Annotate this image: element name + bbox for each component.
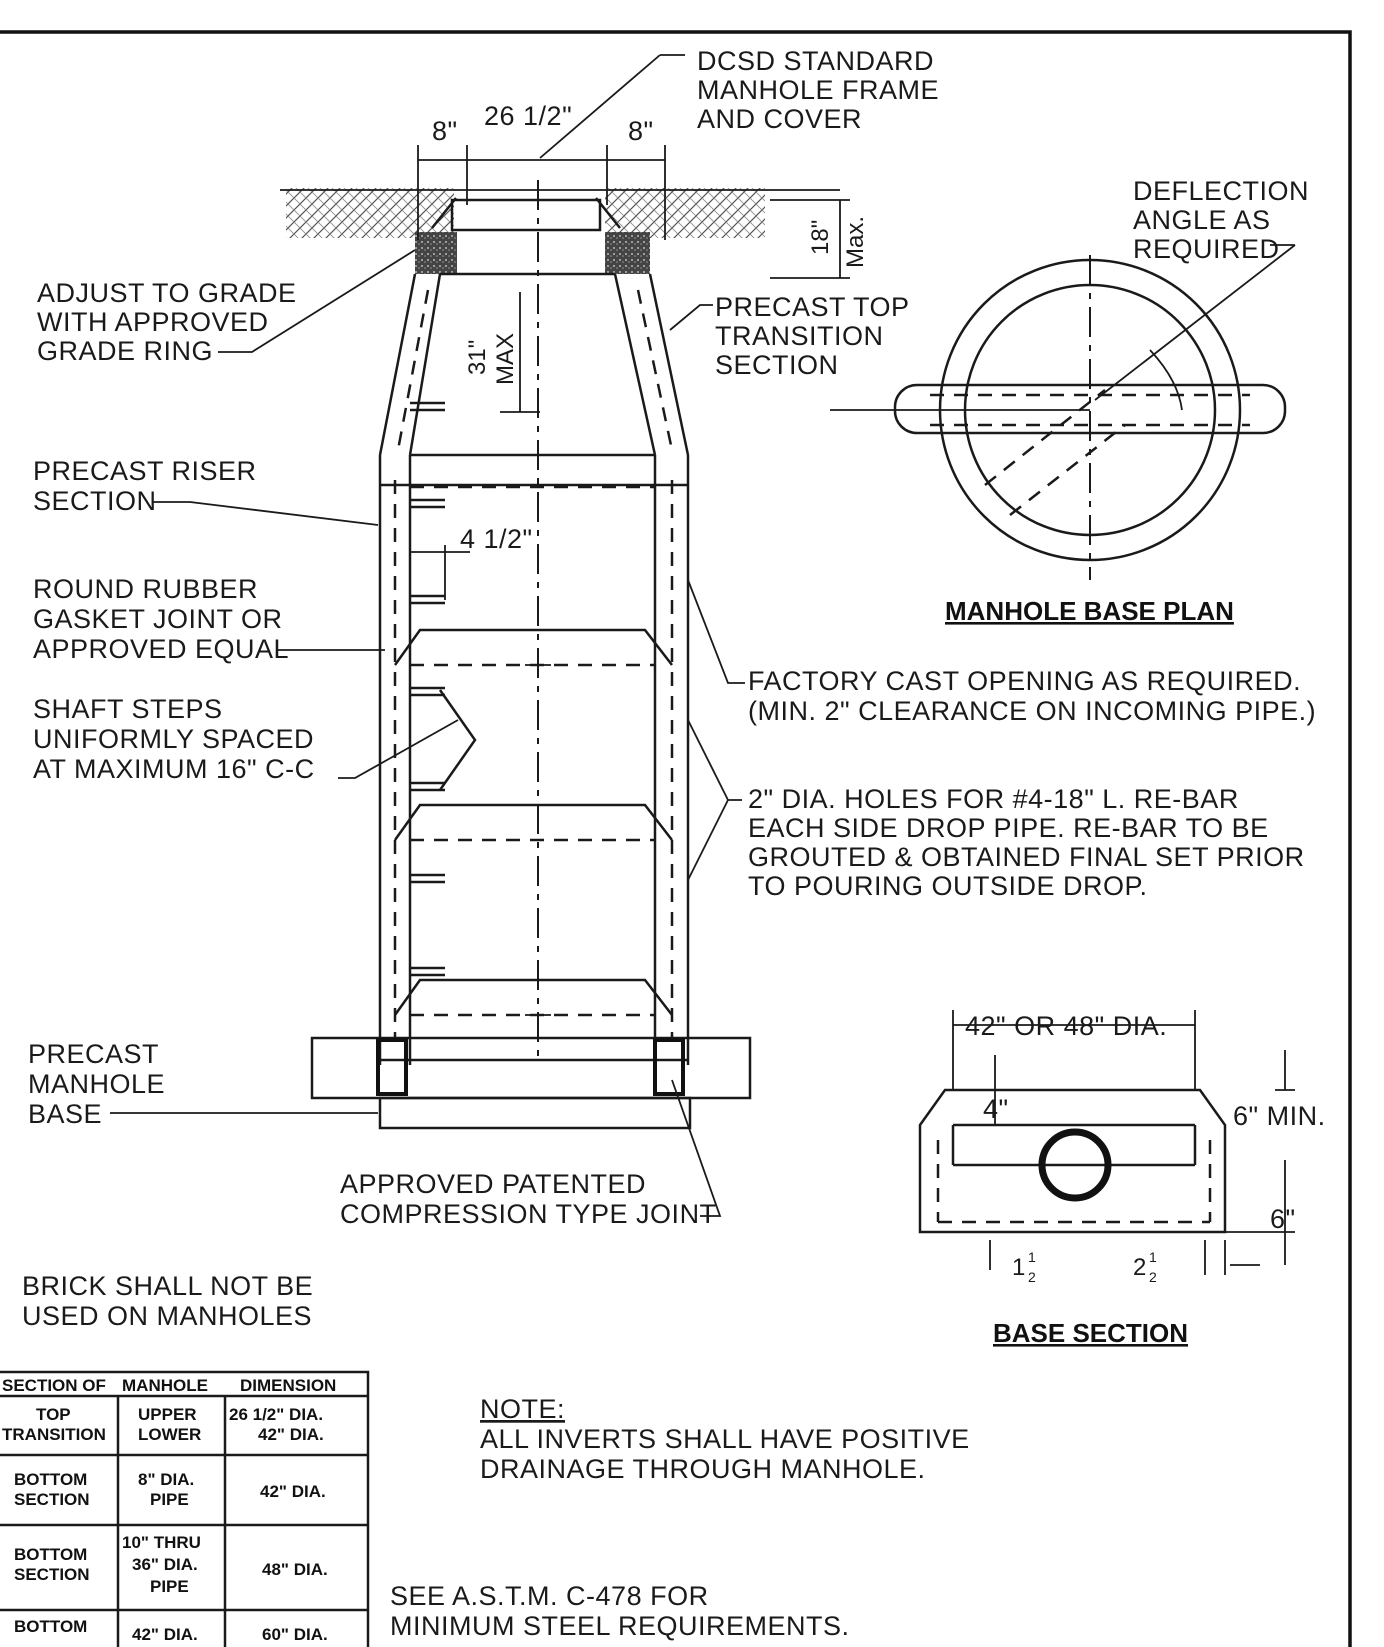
base-section-title: BASE SECTION — [993, 1318, 1188, 1348]
label-shaft-steps-2: UNIFORMLY SPACED — [33, 724, 314, 754]
dim-1-half: 1 — [1012, 1254, 1025, 1281]
top-dimensions — [410, 54, 850, 600]
label-holes-4: TO POURING OUTSIDE DROP. — [748, 871, 1148, 901]
manhole-elevation — [280, 180, 840, 1130]
table-row-3-section-2: SECTION — [14, 1565, 90, 1584]
table-header-dimension: DIMENSION — [240, 1376, 336, 1395]
table-row-3-dim-1: 48" DIA. — [262, 1560, 328, 1579]
manhole-base-plan — [830, 244, 1296, 580]
label-precast-top-3: SECTION — [715, 350, 839, 380]
dim-18: 18" — [807, 220, 834, 255]
table-row-2-section-1: BOTTOM — [14, 1470, 87, 1489]
label-deflection-2: ANGLE AS — [1133, 205, 1271, 235]
dim-base-dia: 42" OR 48" DIA. — [965, 1011, 1167, 1041]
label-precast-base-3: BASE — [28, 1099, 102, 1129]
note-line-1: ALL INVERTS SHALL HAVE POSITIVE — [480, 1424, 970, 1454]
dim-1-half-num: 1 — [1028, 1249, 1036, 1265]
table-row-4-dim-1: 60" DIA. — [262, 1625, 328, 1644]
dim-4: 4" — [983, 1094, 1009, 1124]
table-row-2-manhole-2: PIPE — [150, 1490, 189, 1509]
dim-2-half: 2 — [1133, 1254, 1146, 1281]
table-row-2-section-2: SECTION — [14, 1490, 90, 1509]
label-gasket-1: ROUND RUBBER — [33, 574, 258, 604]
note-line-2: DRAINAGE THROUGH MANHOLE. — [480, 1454, 926, 1484]
label-adjust-grade-1: ADJUST TO GRADE — [37, 278, 297, 308]
table-row-4-section-1: BOTTOM — [14, 1617, 87, 1636]
label-frame-cover-3: AND COVER — [697, 104, 862, 134]
label-frame-cover-2: MANHOLE FRAME — [697, 75, 939, 105]
table-row-1-dim-1: 26 1/2" DIA. — [229, 1405, 323, 1424]
table-row-3-manhole-1: 10" THRU — [122, 1533, 201, 1552]
table-row-3-manhole-3: PIPE — [150, 1577, 189, 1596]
label-factory-cast-1: FACTORY CAST OPENING AS REQUIRED. — [748, 666, 1301, 696]
dim-26-half: 26 1/2" — [484, 101, 572, 131]
dim-4-half: 4 1/2" — [460, 524, 533, 554]
note-title: NOTE: — [480, 1394, 565, 1424]
label-holes-2: EACH SIDE DROP PIPE. RE-BAR TO BE — [748, 813, 1269, 843]
astm-line-2: MINIMUM STEEL REQUIREMENTS. — [390, 1611, 850, 1641]
label-holes-3: GROUTED & OBTAINED FINAL SET PRIOR — [748, 842, 1305, 872]
label-holes-1: 2" DIA. HOLES FOR #4-18" L. RE-BAR — [748, 784, 1239, 814]
label-precast-base-1: PRECAST — [28, 1039, 159, 1069]
dim-6-min: 6" MIN. — [1233, 1101, 1326, 1131]
label-riser-2: SECTION — [33, 486, 157, 516]
table-row-2-dim-1: 42" DIA. — [260, 1482, 326, 1501]
base-section — [918, 1010, 1295, 1275]
label-frame-cover-1: DCSD STANDARD — [697, 46, 934, 76]
shaft-steps — [410, 401, 477, 977]
table-header-manhole: MANHOLE — [122, 1376, 208, 1395]
label-adjust-grade-3: GRADE RING — [37, 336, 213, 366]
table-row-3-manhole-2: 36" DIA. — [132, 1555, 198, 1574]
label-adjust-grade-2: WITH APPROVED — [37, 307, 269, 337]
base-plan-title: MANHOLE BASE PLAN — [945, 596, 1234, 626]
label-gasket-3: APPROVED EQUAL — [33, 634, 289, 664]
table-row-4-manhole-1: 42" DIA. — [132, 1625, 198, 1644]
label-deflection-1: DEFLECTION — [1133, 176, 1309, 206]
dim-31-max: MAX — [492, 333, 519, 385]
table-row-1-section-1: TOP — [36, 1405, 71, 1424]
table-row-1-manhole-1: UPPER — [138, 1405, 197, 1424]
dim-6: 6" — [1270, 1204, 1296, 1234]
label-precast-top-1: PRECAST TOP — [715, 292, 910, 322]
dim-8-left: 8" — [432, 116, 458, 146]
dim-18-max: Max. — [842, 216, 869, 268]
sheet-border — [0, 30, 1352, 1647]
label-precast-top-2: TRANSITION — [715, 321, 884, 351]
astm-line-1: SEE A.S.T.M. C-478 FOR — [390, 1581, 709, 1611]
dimension-table: SECTION OF MANHOLE DIMENSION TOP TRANSIT… — [0, 1370, 370, 1647]
table-row-2-manhole-1: 8" DIA. — [138, 1470, 194, 1489]
table-row-3-section-1: BOTTOM — [14, 1545, 87, 1564]
label-precast-base-2: MANHOLE — [28, 1069, 165, 1099]
table-header-section: SECTION OF — [2, 1376, 106, 1395]
label-patented-2: COMPRESSION TYPE JOINT — [340, 1199, 717, 1229]
label-shaft-steps-1: SHAFT STEPS — [33, 694, 223, 724]
table-row-1-section-2: TRANSITION — [2, 1425, 106, 1444]
label-factory-cast-2: (MIN. 2" CLEARANCE ON INCOMING PIPE.) — [748, 696, 1316, 726]
label-deflection-3: REQUIRED — [1133, 234, 1280, 264]
label-brick-1: BRICK SHALL NOT BE — [22, 1271, 313, 1301]
table-row-1-manhole-2: LOWER — [138, 1425, 201, 1444]
label-brick-2: USED ON MANHOLES — [22, 1301, 312, 1331]
dim-2-half-den: 2 — [1149, 1269, 1157, 1285]
label-patented-1: APPROVED PATENTED — [340, 1169, 646, 1199]
label-gasket-2: GASKET JOINT OR — [33, 604, 283, 634]
dim-8-right: 8" — [628, 116, 654, 146]
table-row-1-dim-2: 42" DIA. — [258, 1425, 324, 1444]
dim-1-half-den: 2 — [1028, 1269, 1036, 1285]
riser-joints — [380, 483, 688, 1017]
dim-2-half-num: 1 — [1149, 1249, 1157, 1265]
label-riser-1: PRECAST RISER — [33, 456, 257, 486]
dim-31: 31" — [464, 340, 491, 375]
label-shaft-steps-3: AT MAXIMUM 16" C-C — [33, 754, 315, 784]
